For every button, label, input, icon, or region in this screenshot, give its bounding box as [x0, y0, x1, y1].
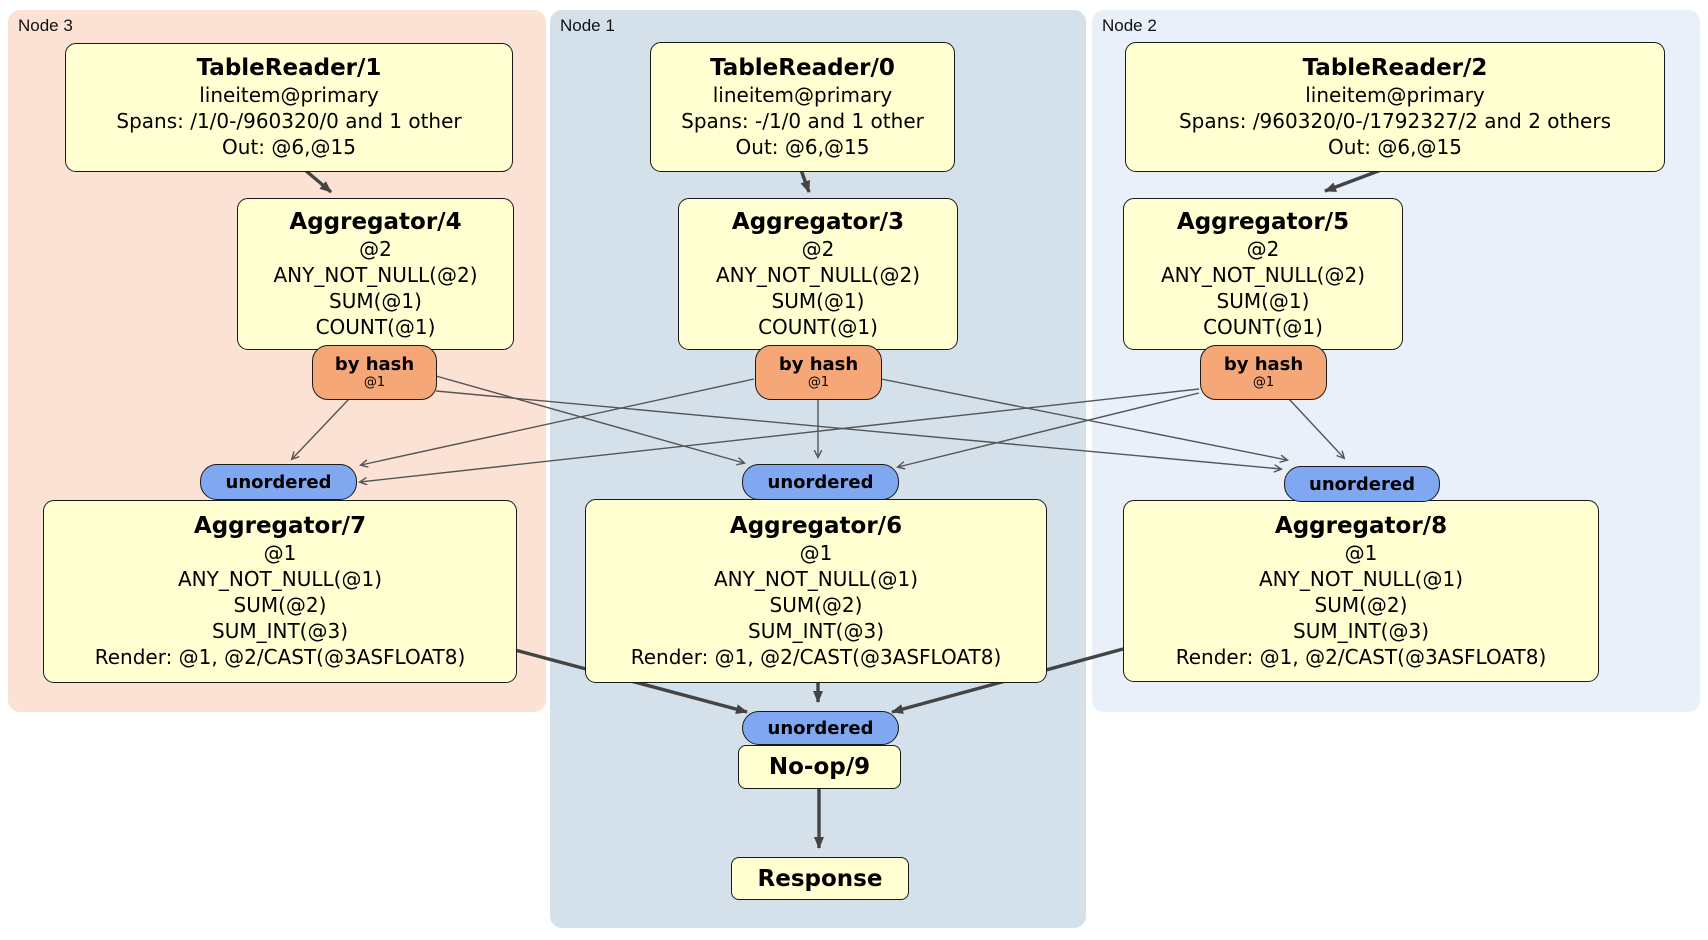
processor-title: Aggregator/8: [1274, 512, 1448, 539]
processor-title: TableReader/2: [1302, 54, 1488, 81]
sync-unordered-node2: unordered: [1284, 466, 1440, 502]
processor-detail: ANY_NOT_NULL(@2): [273, 262, 478, 287]
processor-detail: SUM(@1): [771, 288, 865, 313]
processor-detail: @1: [799, 540, 833, 565]
processor-title: Aggregator/4: [289, 208, 462, 235]
processor-detail: COUNT(@1): [758, 314, 878, 339]
sync-label: unordered: [767, 717, 874, 739]
edge-hash5-un7: [360, 388, 1200, 482]
processor-detail: lineitem@primary: [199, 83, 379, 107]
processor-aggregator-6: Aggregator/6 @1 ANY_NOT_NULL(@1) SUM(@2)…: [585, 499, 1047, 683]
router-label: by hash: [1223, 354, 1304, 375]
processor-title: Aggregator/7: [193, 513, 367, 539]
processor-title: Response: [757, 865, 883, 892]
processor-aggregator-3: Aggregator/3 @2 ANY_NOT_NULL(@2) SUM(@1)…: [678, 198, 958, 350]
processor-tablereader-2: TableReader/2 lineitem@primary Spans: /9…: [1125, 42, 1665, 172]
edge-hash1-un7: [361, 378, 755, 465]
processor-detail: COUNT(@1): [315, 314, 436, 339]
processor-detail: ANY_NOT_NULL(@2): [1161, 262, 1365, 287]
node-label-2: Node 2: [1102, 16, 1157, 35]
processor-detail: @1: [263, 541, 297, 565]
edge-hash1-un8: [880, 378, 1287, 460]
processor-aggregator-5: Aggregator/5 @2 ANY_NOT_NULL(@2) SUM(@1)…: [1123, 198, 1403, 350]
edge-hash3-un7: [292, 398, 350, 459]
processor-detail: SUM(@1): [1216, 288, 1310, 313]
processor-detail: SUM_INT(@3): [1293, 618, 1429, 643]
processor-detail: ANY_NOT_NULL(@1): [1259, 566, 1463, 591]
processor-detail: Spans: /960320/0-/1792327/2 and 2 others: [1178, 108, 1611, 133]
router-columns: @1: [363, 375, 386, 390]
processor-detail: Spans: /1/0-/960320/0 and 1 other: [116, 109, 462, 133]
processor-detail: @2: [359, 236, 392, 261]
processor-detail: SUM(@2): [769, 592, 863, 617]
node-label-3: Node 3: [18, 16, 73, 35]
processor-detail: @2: [1246, 236, 1280, 261]
edge-hash3-un6: [435, 375, 744, 463]
router-label: by hash: [778, 354, 859, 375]
router-label: by hash: [334, 354, 415, 375]
router-by-hash-node1: by hash @1: [755, 345, 882, 400]
processor-title: Aggregator/5: [1176, 208, 1350, 235]
processor-detail: @1: [1344, 540, 1378, 565]
processor-title: Aggregator/3: [731, 208, 905, 235]
processor-detail: Render: @1, @2/CAST(@3ASFLOAT8): [630, 644, 1002, 669]
edge-tr2-agg5: [1324, 168, 1382, 193]
processor-detail: SUM_INT(@3): [748, 618, 884, 643]
processor-detail: COUNT(@1): [1203, 314, 1323, 339]
router-columns: @1: [807, 375, 830, 390]
processor-aggregator-4: Aggregator/4 @2 ANY_NOT_NULL(@2) SUM(@1)…: [237, 198, 514, 350]
processor-detail: Spans: -/1/0 and 1 other: [681, 108, 924, 133]
processor-detail: Out: @6,@15: [222, 135, 356, 159]
edge-tr0-agg3: [799, 169, 811, 193]
sync-unordered-final: unordered: [742, 711, 899, 745]
edge-hash5-un8: [1288, 398, 1344, 458]
processor-detail: SUM(@2): [1314, 592, 1408, 617]
processor-detail: SUM(@1): [329, 288, 422, 313]
sync-label: unordered: [225, 471, 332, 493]
processor-title: TableReader/1: [196, 55, 382, 81]
processor-title: No-op/9: [768, 754, 871, 780]
edge-hash5-un6: [898, 392, 1200, 467]
processor-detail: Render: @1, @2/CAST(@3ASFLOAT8): [1175, 644, 1547, 669]
processor-detail: ANY_NOT_NULL(@1): [714, 566, 918, 591]
processor-detail: Render: @1, @2/CAST(@3ASFLOAT8): [94, 645, 466, 669]
processor-detail: SUM_INT(@3): [212, 619, 348, 643]
response-node: Response: [731, 857, 909, 900]
processor-detail: Out: @6,@15: [735, 134, 870, 159]
sync-label: unordered: [1309, 473, 1415, 495]
processor-detail: Out: @6,@15: [1328, 134, 1462, 159]
sync-unordered-node1: unordered: [742, 464, 899, 500]
router-by-hash-node2: by hash @1: [1200, 345, 1327, 400]
processor-detail: ANY_NOT_NULL(@1): [178, 567, 382, 591]
router-columns: @1: [1252, 375, 1275, 390]
sync-label: unordered: [767, 471, 874, 493]
router-edges: [292, 375, 1344, 482]
edge-hash3-un8: [435, 390, 1281, 469]
processor-detail: @2: [801, 236, 835, 261]
edge-tr1-agg4: [303, 168, 333, 194]
processor-detail: lineitem@primary: [712, 82, 893, 107]
processor-title: TableReader/0: [710, 54, 895, 81]
node-label-1: Node 1: [560, 16, 615, 35]
sync-unordered-node3: unordered: [200, 464, 357, 500]
processor-tablereader-1: TableReader/1 lineitem@primary Spans: /1…: [65, 43, 513, 172]
processor-aggregator-8: Aggregator/8 @1 ANY_NOT_NULL(@1) SUM(@2)…: [1123, 500, 1599, 682]
processor-detail: lineitem@primary: [1305, 82, 1485, 107]
processor-detail: SUM(@2): [233, 593, 327, 617]
processor-aggregator-7: Aggregator/7 @1 ANY_NOT_NULL(@1) SUM(@2)…: [43, 500, 517, 683]
processor-title: Aggregator/6: [729, 512, 903, 539]
processor-tablereader-0: TableReader/0 lineitem@primary Spans: -/…: [650, 42, 955, 172]
router-by-hash-node3: by hash @1: [312, 345, 437, 400]
processor-noop-9: No-op/9: [738, 745, 901, 789]
processor-detail: ANY_NOT_NULL(@2): [716, 262, 920, 287]
